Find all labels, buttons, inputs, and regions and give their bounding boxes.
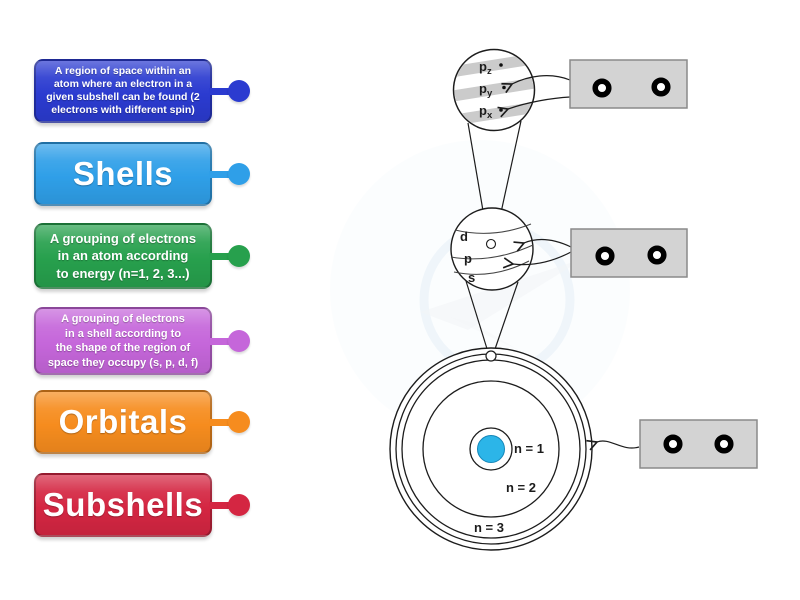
connector-stub xyxy=(209,252,229,260)
answer-slot-ring xyxy=(647,245,667,265)
answer-slot-ring xyxy=(595,246,615,266)
card-label: Orbitals xyxy=(58,403,188,440)
answer-card-subshells[interactable]: Subshells xyxy=(34,473,250,537)
subshell-view: d p s xyxy=(450,207,534,291)
connector-dot xyxy=(228,330,250,352)
answer-slot-ring xyxy=(714,434,734,454)
card-label: A grouping of electrons in a shell accor… xyxy=(47,313,199,369)
answer-slot-ring xyxy=(651,77,671,97)
answer-card-subshells-definition[interactable]: A grouping of electrons in a shell accor… xyxy=(34,307,250,375)
drop-zone-subshells[interactable] xyxy=(570,228,688,278)
arrow-to-px xyxy=(508,96,571,109)
connector-dot xyxy=(228,411,250,433)
arrow-to-s-band xyxy=(513,251,572,265)
shell-ring-n1 xyxy=(469,427,513,471)
zoom-point-subshell xyxy=(485,238,497,250)
answer-card-orbitals-definition[interactable]: A region of space within an atom where a… xyxy=(34,59,250,123)
answer-card-orbitals[interactable]: Orbitals xyxy=(34,390,250,454)
label-s: s xyxy=(468,270,475,285)
shell-ring-n2 xyxy=(422,380,560,518)
zoom-point-shell xyxy=(485,350,497,362)
card-label: A grouping of electrons in an atom accor… xyxy=(49,230,197,281)
arrow-to-n3-ring xyxy=(597,441,640,448)
subshell-circle xyxy=(450,207,534,291)
label-d: d xyxy=(460,229,468,244)
answer-slot-ring xyxy=(592,78,612,98)
drop-zone-shells[interactable] xyxy=(639,419,758,469)
connector-dot xyxy=(228,163,250,185)
card-label: Subshells xyxy=(42,486,204,523)
label-px: px xyxy=(479,103,493,121)
pz-dot xyxy=(499,63,503,67)
watermark xyxy=(330,140,630,440)
arrow-to-p-band xyxy=(524,239,572,247)
drop-zone-box[interactable] xyxy=(639,419,758,469)
connector-stub xyxy=(209,418,229,426)
drop-zone-orbitals[interactable] xyxy=(569,59,688,109)
label-p: p xyxy=(464,251,472,266)
nucleus xyxy=(477,435,505,463)
pointer-arrows xyxy=(508,75,640,448)
connector-dot xyxy=(228,245,250,267)
answer-slot-ring xyxy=(663,434,683,454)
card-label: A region of space within an atom where a… xyxy=(46,65,200,116)
label-n2: n = 2 xyxy=(506,480,536,495)
connector-stub xyxy=(209,337,229,345)
arrow-to-py xyxy=(512,75,571,84)
drop-zone-box[interactable] xyxy=(570,228,688,278)
px-dot xyxy=(499,108,503,112)
label-n3: n = 3 xyxy=(474,520,504,535)
connector-stub xyxy=(209,501,229,509)
answer-card-shells[interactable]: Shells xyxy=(34,142,250,206)
connector-stub xyxy=(209,87,229,95)
orbital-stripes xyxy=(448,53,540,126)
connector-dot xyxy=(228,80,250,102)
answer-card-shells-definition[interactable]: A grouping of electrons in an atom accor… xyxy=(34,223,250,289)
connector-stub xyxy=(209,170,229,178)
label-n1: n = 1 xyxy=(514,441,544,456)
py-dot xyxy=(502,85,506,90)
card-label: Shells xyxy=(72,155,174,192)
label-pz: pz xyxy=(479,59,492,77)
shell-view: n = 1 n = 2 n = 3 xyxy=(389,347,593,551)
connector-dot xyxy=(228,494,250,516)
label-py: py xyxy=(479,81,493,99)
orbital-view: pz py px xyxy=(448,48,540,132)
